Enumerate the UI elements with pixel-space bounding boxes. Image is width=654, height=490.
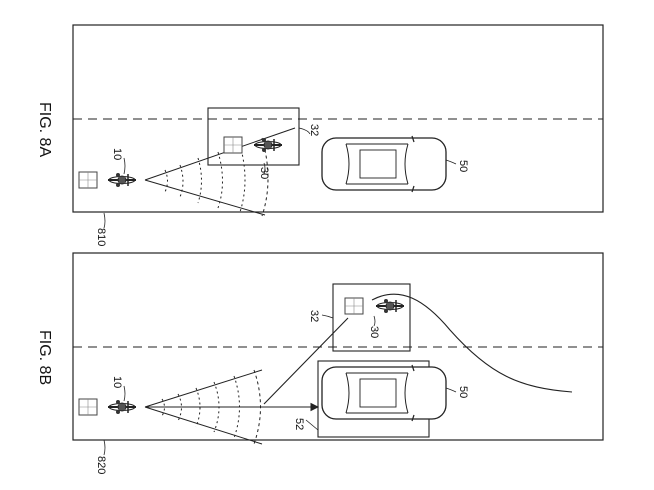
figure-caption: FIG. 8A	[36, 102, 53, 157]
ref-label-50: 50	[457, 160, 469, 172]
ref-label-30: 30	[368, 326, 380, 338]
car-50	[321, 364, 447, 422]
motorcycle-10	[78, 171, 137, 189]
leader-30	[373, 315, 376, 327]
ref-label-10: 10	[111, 376, 123, 388]
ref-label-810: 810	[95, 228, 107, 246]
leader-810	[103, 212, 106, 229]
leader-32	[321, 314, 334, 319]
ref-label-30: 30	[258, 167, 270, 179]
leader-10	[123, 157, 126, 175]
leader-52	[305, 419, 319, 431]
figure-8a: FIG. 8A 10 30 32 50 810	[36, 24, 604, 246]
motorcycle-30	[344, 297, 405, 315]
predicted-trajectory	[371, 293, 573, 393]
ref-label-32: 32	[308, 124, 320, 136]
motorcycle-10	[78, 398, 137, 416]
ref-label-10: 10	[111, 148, 123, 160]
figure-caption: FIG. 8B	[36, 330, 53, 385]
sensing-cone	[144, 127, 296, 217]
ref-label-32: 32	[308, 310, 320, 322]
arrow-to-motorcycle	[263, 317, 349, 405]
leader-50	[445, 159, 457, 165]
ref-label-52: 52	[293, 418, 305, 430]
figure-8b: FIG. 8B 10 30 32 50 52 820	[36, 252, 604, 474]
leader-50	[445, 387, 457, 393]
ref-label-50: 50	[457, 386, 469, 398]
ref-label-820: 820	[95, 456, 107, 474]
motorcycle-30	[223, 136, 283, 154]
leader-820	[103, 439, 106, 456]
leader-32	[298, 127, 311, 135]
leader-10	[123, 385, 126, 402]
car-50	[321, 135, 447, 193]
detection-box-32	[332, 283, 411, 352]
leader-30	[263, 162, 266, 175]
detection-box-32	[207, 107, 300, 166]
